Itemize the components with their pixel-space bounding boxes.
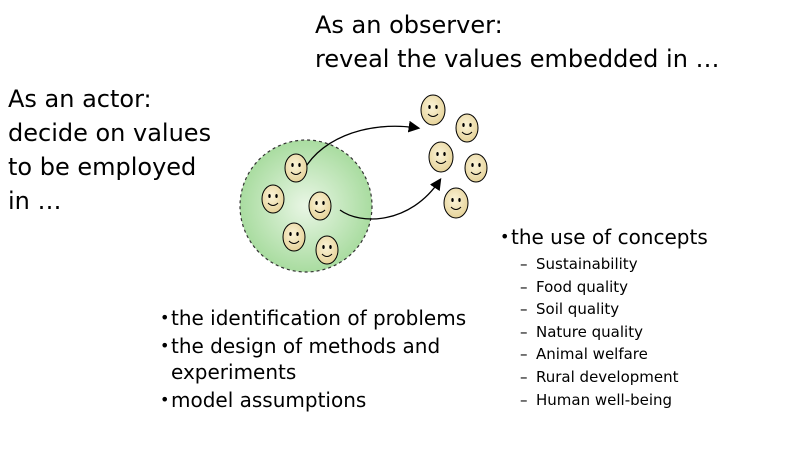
smiley-face-icon <box>420 94 446 126</box>
concept-item: – Animal welfare <box>520 343 785 366</box>
actor-line-3: to be employed <box>8 153 197 181</box>
smiley-face-icon <box>284 153 308 183</box>
observer-heading: As an observer: reveal the values embedd… <box>315 8 720 76</box>
concept-item-text: Sustainability <box>536 255 638 273</box>
dash-icon: – <box>520 367 528 386</box>
list-item-text-line2: experiments <box>171 360 297 384</box>
concept-item-text: Soil quality <box>536 300 620 319</box>
smiley-face-icon <box>443 187 469 219</box>
bullet-icon: • <box>500 227 510 246</box>
list-item-text: the identification of problems <box>171 306 467 330</box>
concept-item-text: Nature quality <box>536 322 643 341</box>
smiley-face-icon <box>428 141 454 173</box>
smiley-face-icon <box>455 113 479 143</box>
list-item-text: the design of methods and experiments <box>171 333 440 385</box>
concept-item: – Nature quality <box>520 321 785 344</box>
smiley-face-icon <box>282 222 306 252</box>
list-item: • the design of methods and experiments <box>160 333 490 385</box>
concept-item-text: Human well-being <box>536 390 673 409</box>
concept-item: – Sustainability <box>520 253 785 276</box>
concept-item-text: Animal welfare <box>536 345 648 364</box>
arrow-from-observers <box>339 178 442 220</box>
actor-line-4: in … <box>8 187 62 215</box>
smiley-face-icon <box>315 235 339 265</box>
list-item: • the identification of problems <box>160 305 490 331</box>
observer-subtitle: reveal the values embedded in … <box>315 45 720 73</box>
concept-item: – Human well-being <box>520 389 785 412</box>
dash-icon: – <box>520 255 528 273</box>
actor-group-circle <box>239 139 373 273</box>
actor-bullet-list: • the identification of problems • the d… <box>160 305 490 415</box>
smiley-face-icon <box>464 153 488 183</box>
concept-item-text: Rural development <box>536 367 679 386</box>
concept-item: – Soil quality <box>520 298 785 321</box>
dash-icon: – <box>520 277 528 296</box>
concepts-heading: • the use of concepts <box>500 223 785 251</box>
bullet-icon: • <box>160 390 170 409</box>
smiley-face-icon <box>308 191 332 221</box>
concepts-heading-text: the use of concepts <box>511 225 708 249</box>
dash-icon: – <box>520 390 528 409</box>
actor-line-2: decide on values <box>8 119 212 147</box>
actor-title: As an actor: <box>8 85 152 113</box>
bullet-icon: • <box>160 336 170 355</box>
actor-heading: As an actor: decide on values to be empl… <box>8 82 211 218</box>
list-item-text: model assumptions <box>171 388 367 412</box>
concept-item: – Rural development <box>520 366 785 389</box>
concepts-list: • the use of concepts – Sustainability –… <box>500 223 785 411</box>
dash-icon: – <box>520 345 528 364</box>
bullet-icon: • <box>160 308 170 327</box>
concept-item: – Food quality <box>520 276 785 299</box>
concepts-sub-list: – Sustainability – Food quality – Soil q… <box>520 253 785 411</box>
dash-icon: – <box>520 300 528 319</box>
concept-item-text: Food quality <box>536 277 629 296</box>
dash-icon: – <box>520 322 528 341</box>
list-item: • model assumptions <box>160 387 490 413</box>
observer-title: As an observer: <box>315 11 503 39</box>
list-item-text-line1: the design of methods and <box>171 334 441 358</box>
smiley-face-icon <box>261 184 285 214</box>
